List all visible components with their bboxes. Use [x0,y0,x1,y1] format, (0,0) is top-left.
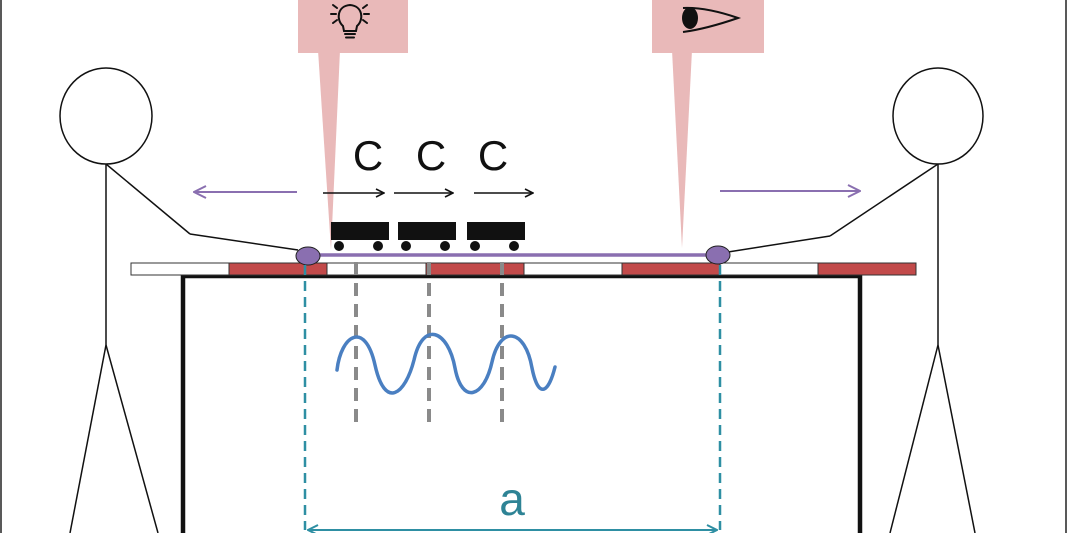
lightbulb-icon [330,3,370,39]
right-person [727,67,984,533]
light-wave [335,332,557,395]
left-person [59,67,299,533]
distance-label-a: a [499,473,525,525]
rod-left-end [295,246,321,266]
cart-3 [467,222,525,251]
speed-label-c2: C [416,132,446,179]
observer-callout [652,0,764,248]
rod-right-end [705,245,731,265]
cart-1 [331,222,389,251]
table-top-strip [130,262,917,276]
table-body [180,273,863,533]
speed-label-c3: C [478,132,508,179]
speed-label-c1: C [353,132,383,179]
eye-icon [682,6,742,33]
source-callout [298,0,408,250]
cart-2 [398,222,456,251]
